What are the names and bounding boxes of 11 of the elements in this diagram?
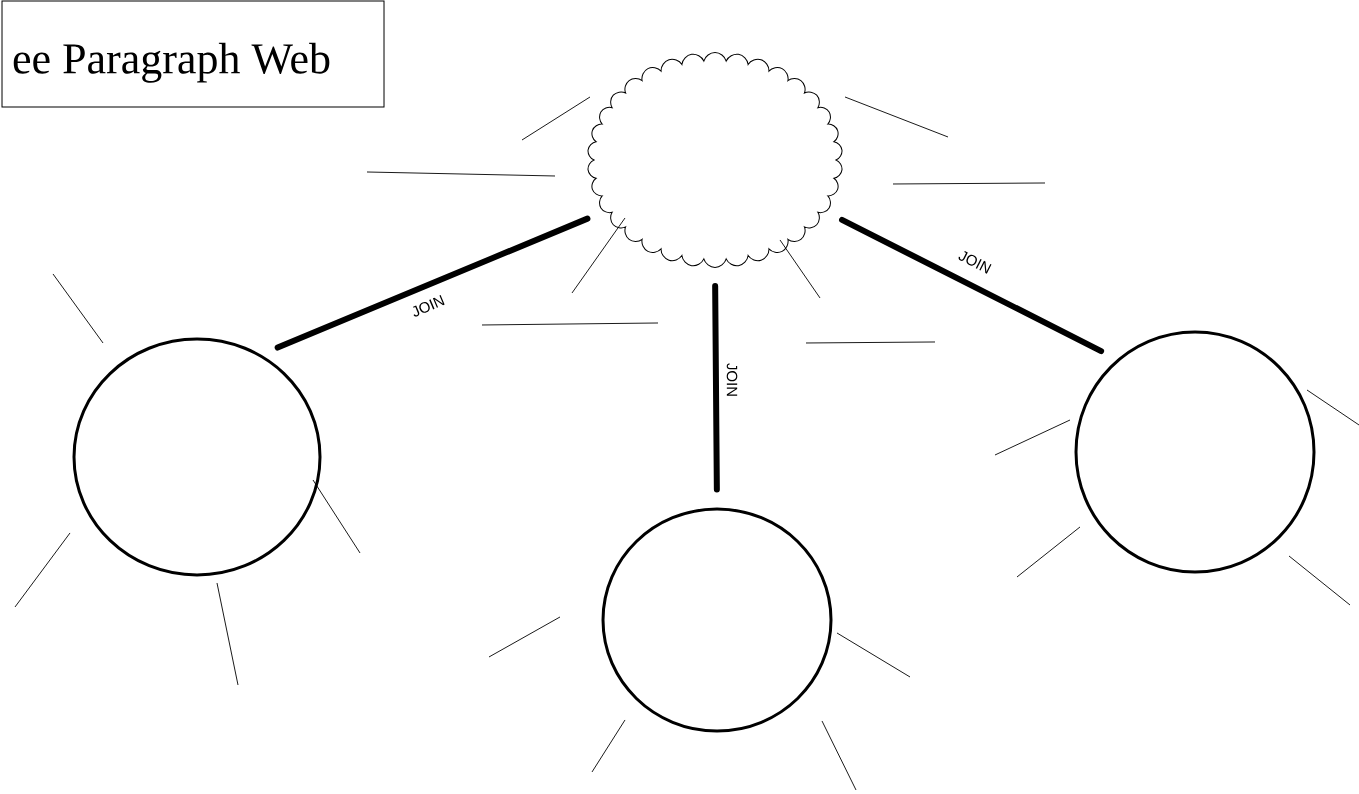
circle-shape — [1074, 330, 1316, 574]
circle-shape — [601, 507, 833, 733]
edge-label: JOIN — [958, 251, 992, 274]
connector-line — [712, 283, 720, 493]
connector-line — [274, 215, 591, 351]
edge-label: JOIN — [413, 295, 445, 317]
edge-label: JOIN — [726, 363, 738, 396]
cloud-shape — [587, 52, 843, 268]
title-box: ee Paragraph Web — [1, 0, 385, 108]
connector-line — [839, 216, 1105, 355]
circle-shape — [72, 337, 322, 577]
